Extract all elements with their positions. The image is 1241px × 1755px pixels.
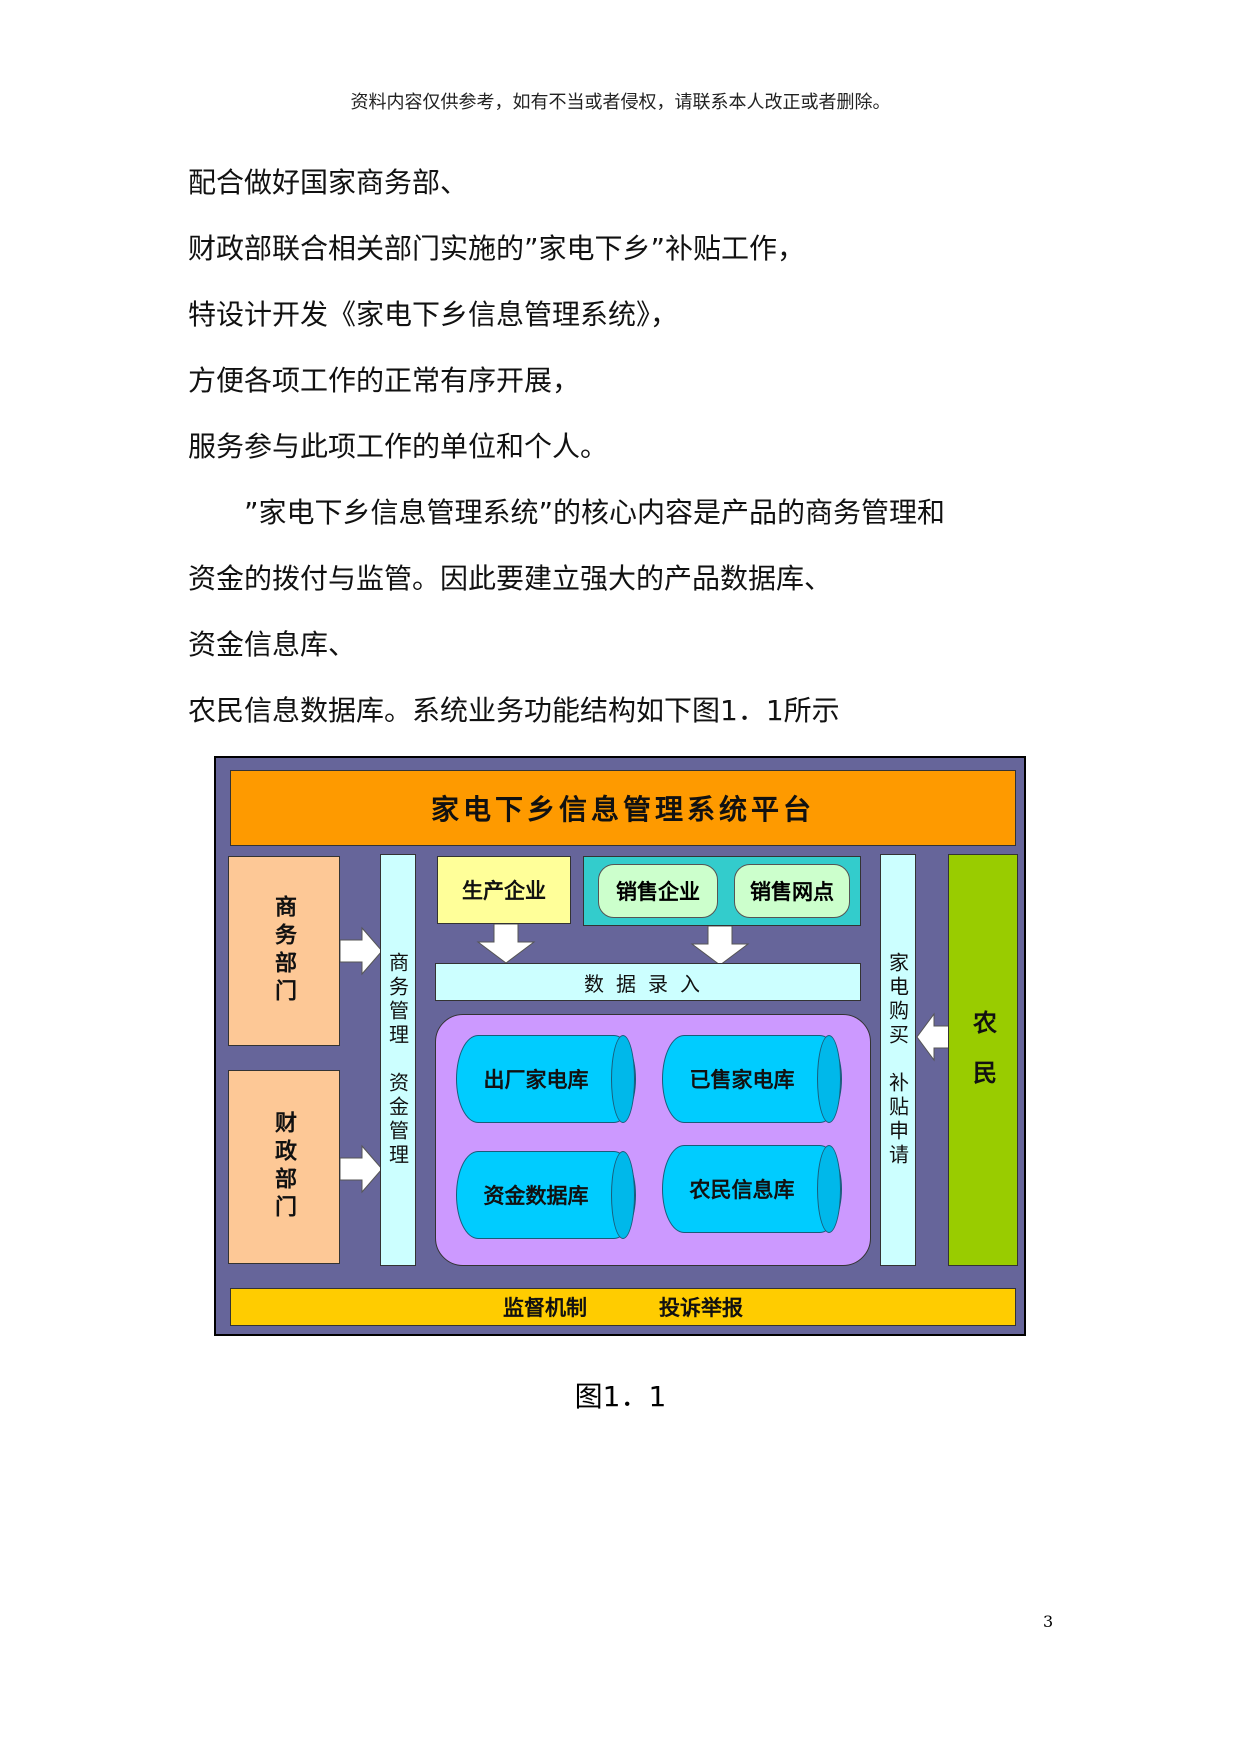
system-structure-diagram: 家电下乡信息管理系统平台 商务部门 财政部门 商务管理 资金管理 生产企业 销售…	[214, 756, 1026, 1336]
db-farmer-label: 农民信息库	[689, 1177, 795, 1202]
mgmt-pillar: 商务管理 资金管理	[380, 854, 416, 1266]
sales-enterprise-box: 销售企业	[598, 864, 718, 918]
arrow-producer-to-entry	[476, 924, 536, 964]
finance-dept-box: 财政部门	[228, 1070, 340, 1264]
paragraph-line-3: 特设计开发《家电下乡信息管理系统》，	[188, 298, 679, 331]
purchase-pillar: 家电购买 补贴申请	[880, 854, 916, 1266]
data-entry-box: 数据录入	[435, 963, 861, 1001]
paragraph-line-7: 资金的拨付与监管。因此要建立强大的产品数据库、	[188, 562, 833, 595]
db-funds-cylinder: 资金数据库	[456, 1151, 636, 1239]
arrow-commerce-to-mgmt	[340, 926, 383, 976]
farmer-box: 农民	[948, 854, 1018, 1266]
paragraph-line-6: ”家电下乡信息管理系统”的核心内容是产品的商务管理和	[188, 496, 946, 529]
arrow-finance-to-mgmt	[340, 1144, 383, 1194]
db-factory-cylinder: 出厂家电库	[456, 1035, 636, 1123]
paragraph-line-1: 配合做好国家商务部、	[188, 166, 469, 199]
paragraph-line-9: 农民信息数据库。系统业务功能结构如下图1．1所示	[188, 694, 840, 727]
sales-group-box: 销售企业 销售网点	[583, 856, 861, 926]
arrow-farmer-to-purchase	[916, 1012, 952, 1062]
header-note: 资料内容仅供参考，如有不当或者侵权，请联系本人改正或者删除。	[350, 92, 891, 113]
db-farmer-cylinder: 农民信息库	[662, 1145, 842, 1233]
db-sold-label: 已售家电库	[689, 1067, 795, 1092]
db-factory-label: 出厂家电库	[483, 1067, 589, 1092]
commerce-dept-box: 商务部门	[228, 856, 340, 1046]
arrow-sales-to-entry	[690, 926, 750, 966]
paragraph-line-2: 财政部联合相关部门实施的”家电下乡”补贴工作，	[188, 232, 806, 265]
db-funds-label: 资金数据库	[483, 1183, 589, 1208]
page-number: 3	[1043, 1612, 1054, 1631]
supervision-label: 监督机制	[503, 1295, 587, 1320]
db-sold-cylinder: 已售家电库	[662, 1035, 842, 1123]
complaint-label: 投诉举报	[659, 1295, 743, 1320]
supervision-bar: 监督机制 投诉举报	[230, 1288, 1016, 1326]
producer-box: 生产企业	[437, 856, 571, 924]
paragraph-line-5: 服务参与此项工作的单位和个人。	[188, 430, 609, 463]
database-area: 出厂家电库 已售家电库 资金数据库 农民信息库	[435, 1014, 871, 1266]
sales-outlet-box: 销售网点	[734, 864, 850, 918]
figure-caption: 图1．1	[574, 1380, 667, 1413]
paragraph-line-8: 资金信息库、	[188, 628, 357, 661]
platform-title-box: 家电下乡信息管理系统平台	[230, 770, 1016, 846]
paragraph-line-4: 方便各项工作的正常有序开展，	[188, 364, 581, 397]
